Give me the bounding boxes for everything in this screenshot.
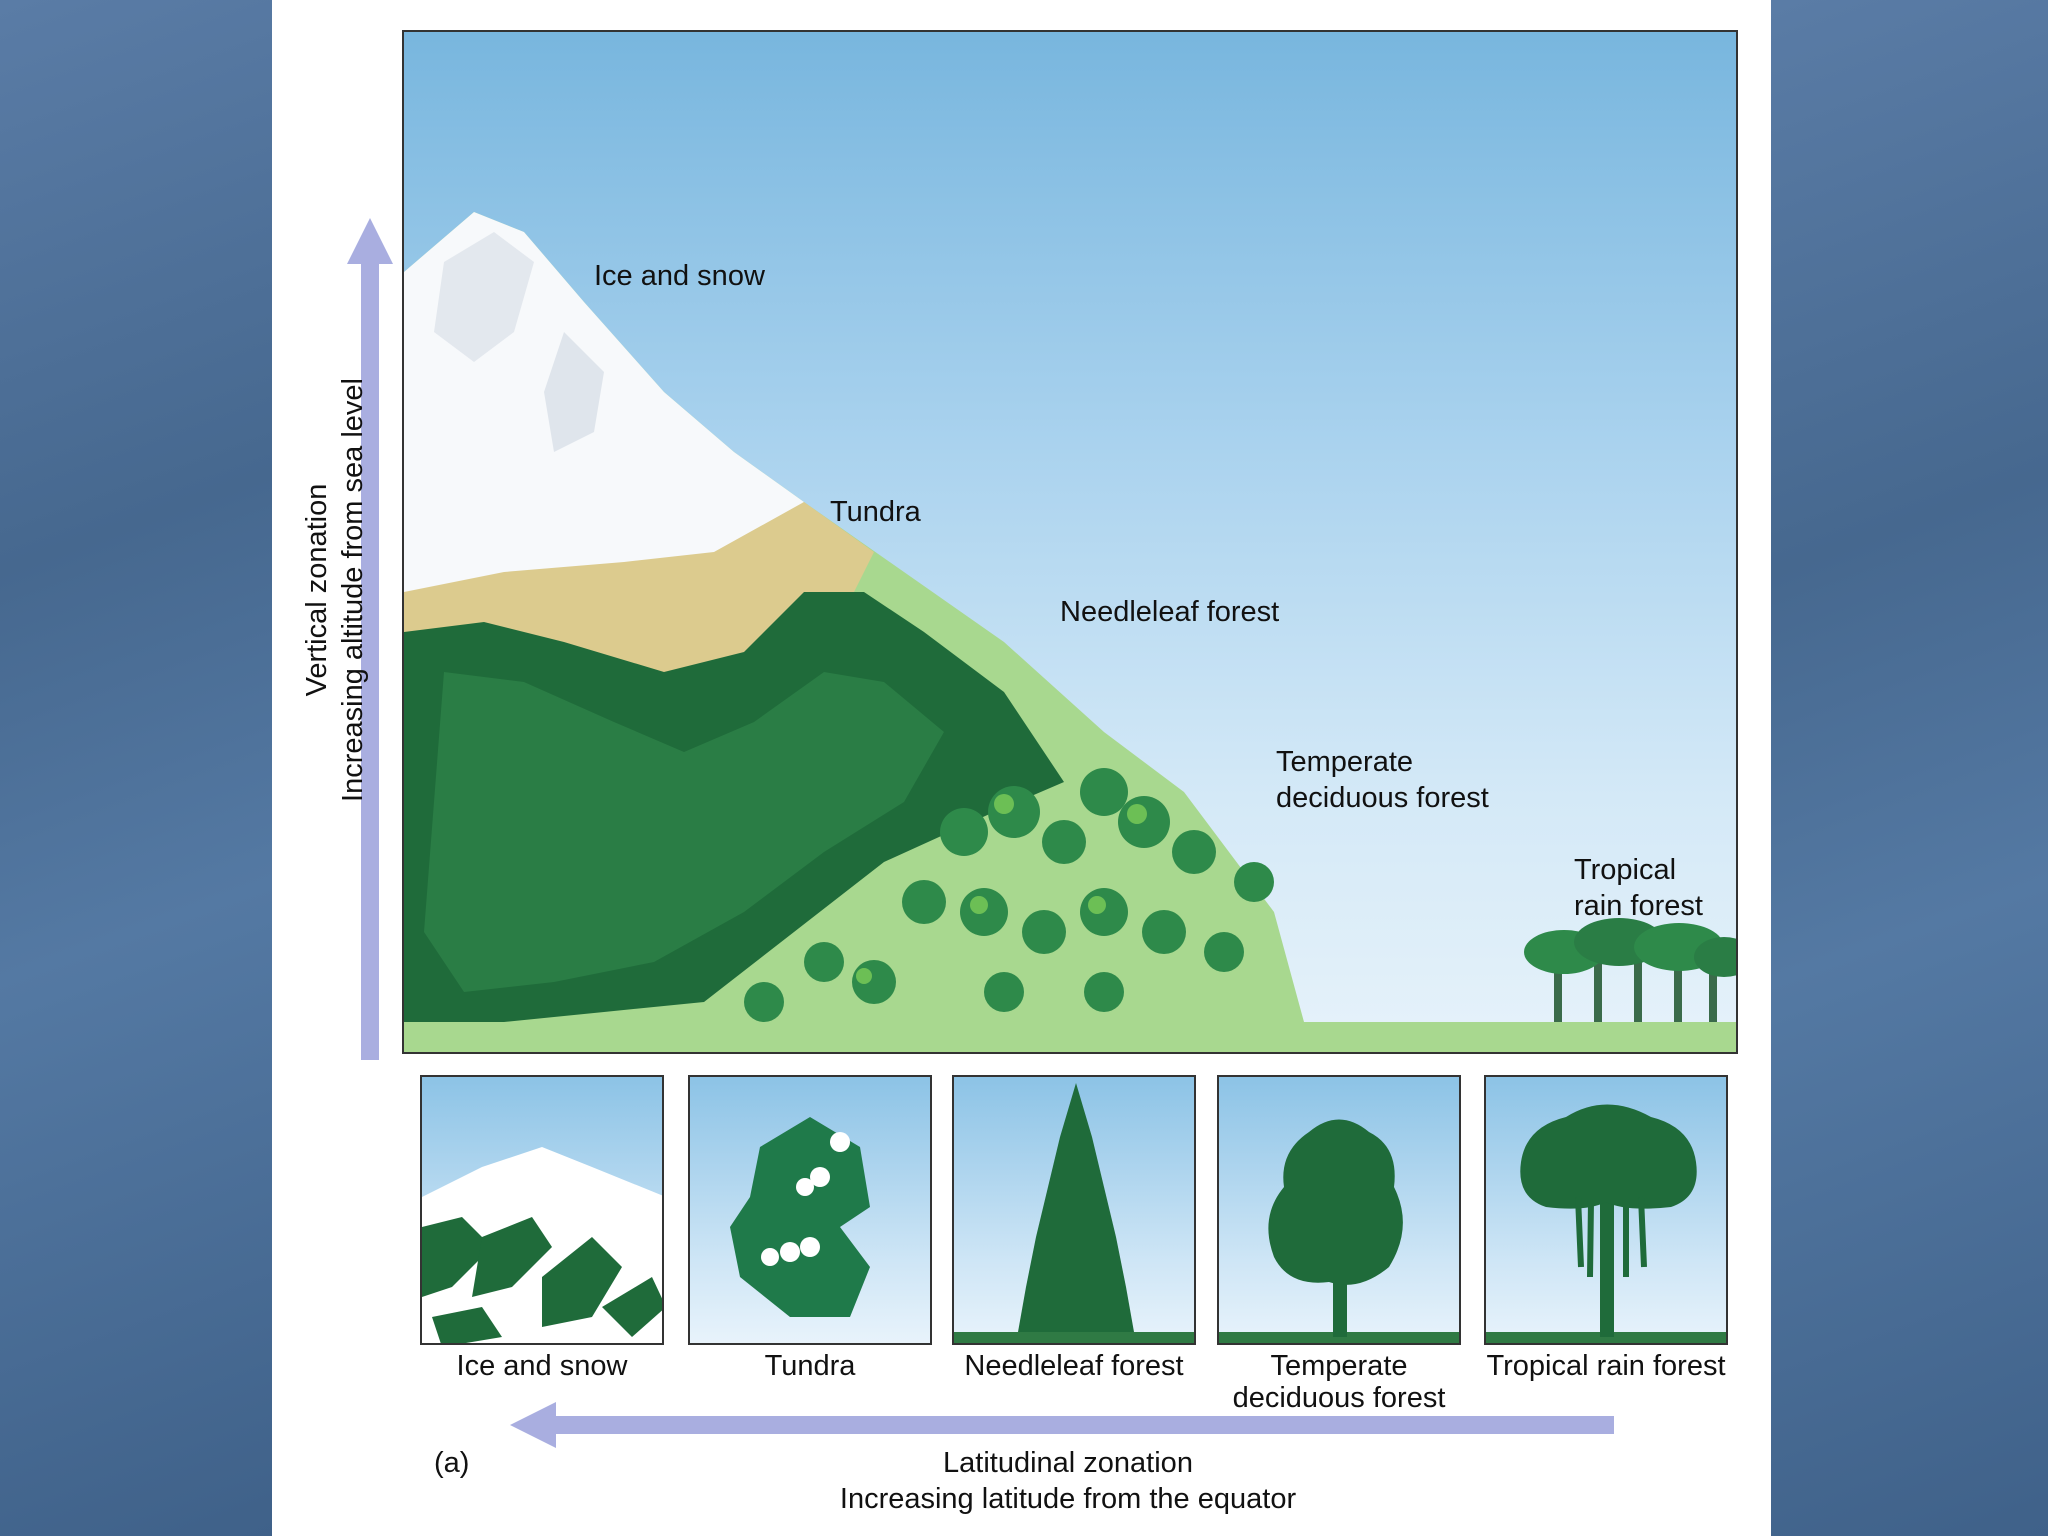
thumbnail-label-tropical-rain-forest: Tropical rain forest <box>1486 1350 1726 1382</box>
vertical-axis-line1: Vertical zonation <box>301 483 333 697</box>
thumbnail-ice-and-snow <box>420 1075 664 1345</box>
mountain-scene: Ice and snow Tundra Needleleaf forest Te… <box>402 30 1738 1054</box>
horizontal-arrow <box>510 1402 1614 1448</box>
thumbnail-label-tundra: Tundra <box>764 1350 856 1382</box>
label-tundra: Tundra <box>830 496 921 528</box>
conifer-tree-icon <box>954 1083 1194 1343</box>
thumbnail-needleleaf-forest <box>952 1075 1196 1345</box>
vertical-axis-line2: Increasing altitude from sea level <box>337 378 369 802</box>
label-needleleaf-forest: Needleleaf forest <box>1060 596 1280 628</box>
mountain-illustration <box>404 212 1736 1052</box>
panel-label: (a) <box>434 1447 470 1479</box>
label-temperate-line1: Temperate <box>1276 746 1414 778</box>
horizontal-axis-line1: Latitudinal zonation <box>943 1447 1193 1479</box>
thumbnail-tropical-rain-forest <box>1484 1075 1728 1345</box>
tundra-plant-icon <box>730 1117 870 1317</box>
vertical-arrow <box>347 218 393 1060</box>
thumbnail-temperate-deciduous-forest <box>1217 1075 1461 1345</box>
rainforest-tree-icon <box>1486 1104 1726 1343</box>
thumbnail-label-temperate-line1: Temperate <box>1270 1350 1408 1382</box>
thumbnail-tundra <box>688 1075 932 1345</box>
deciduous-tree-icon <box>1219 1119 1459 1343</box>
background-left <box>0 0 272 1536</box>
thumbnail-label-needleleaf-forest: Needleleaf forest <box>964 1350 1184 1382</box>
snowy-mountain-icon <box>422 1147 662 1343</box>
label-tropical-line2: rain forest <box>1574 890 1703 922</box>
thumbnail-label-ice-and-snow: Ice and snow <box>456 1350 628 1382</box>
horizontal-axis-line2: Increasing latitude from the equator <box>839 1483 1297 1515</box>
label-temperate-line2: deciduous forest <box>1276 782 1489 814</box>
thumbnail-label-temperate-line2: deciduous forest <box>1232 1382 1446 1414</box>
label-tropical-line1: Tropical <box>1574 854 1677 886</box>
label-ice-and-snow: Ice and snow <box>594 260 765 292</box>
background-right <box>1771 0 2048 1536</box>
tropical-forest-illustration <box>1524 918 1736 1022</box>
